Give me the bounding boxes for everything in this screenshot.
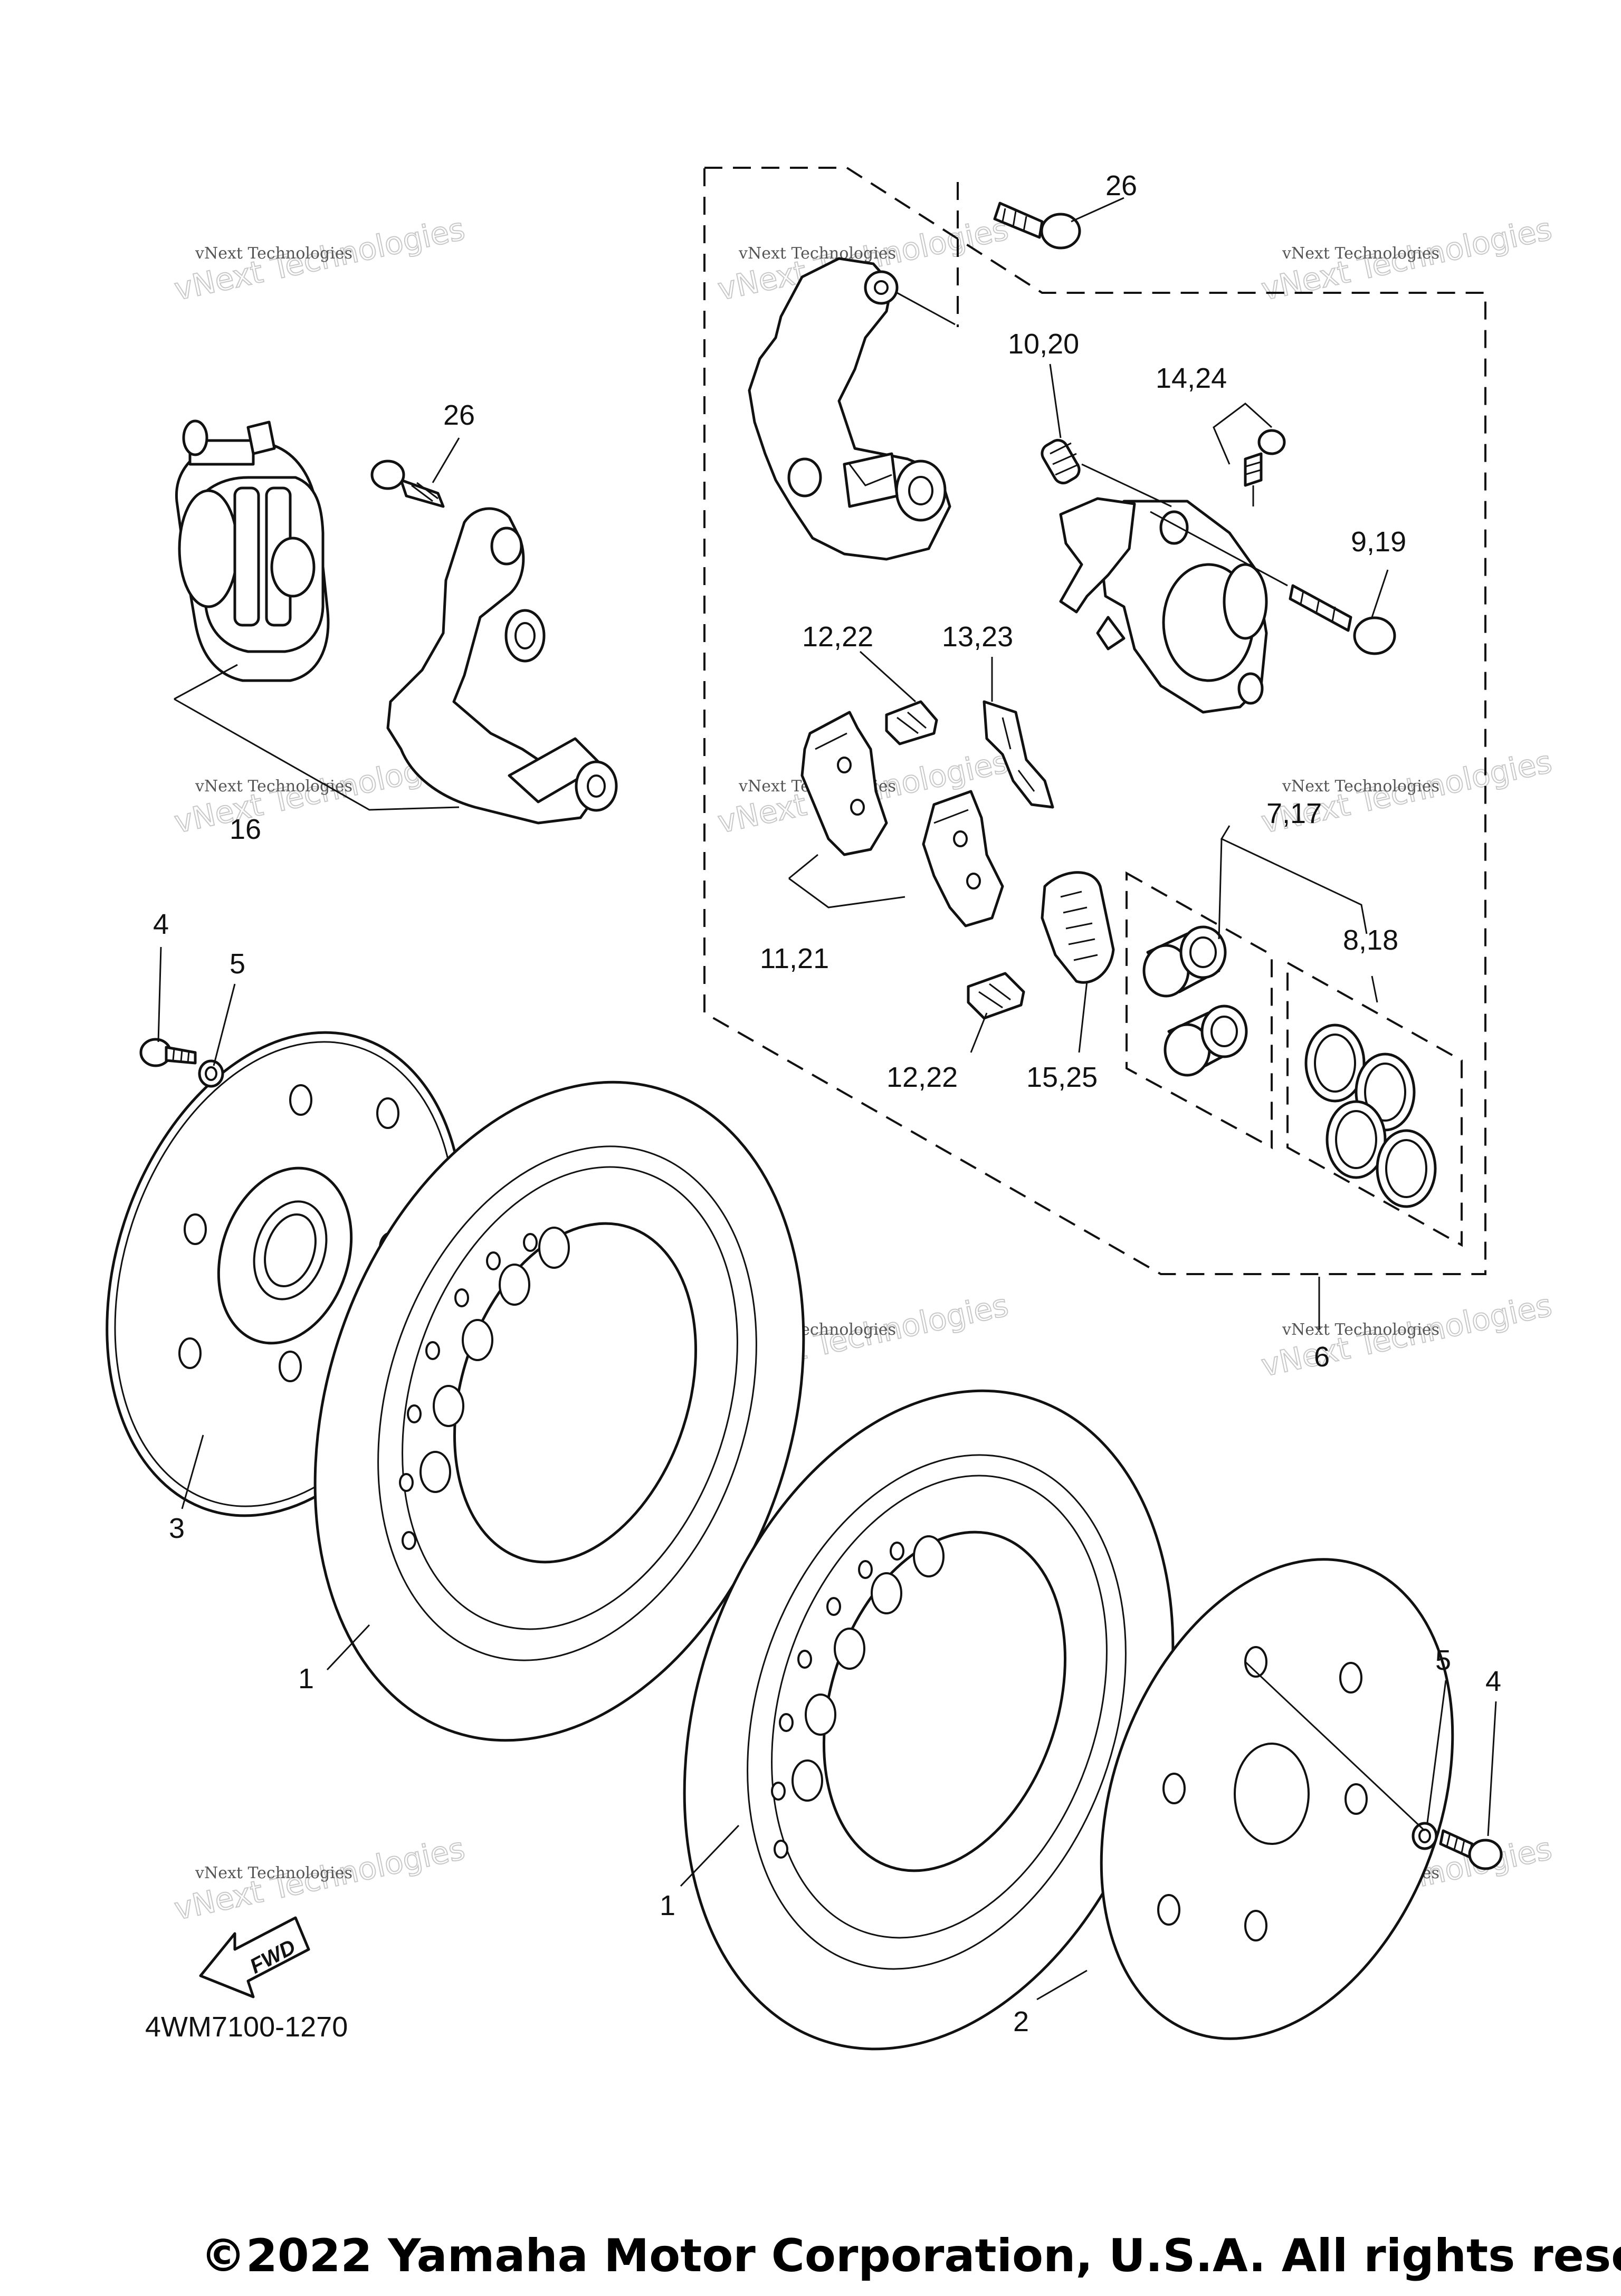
bolt-26-right [993, 202, 1081, 250]
right-caliper-bracket [748, 257, 951, 561]
watermark: vNext Technologies vNext Technologies [170, 1830, 468, 1928]
brake-pad-11-21-a [800, 711, 888, 856]
callout-1-left: 1 [298, 1663, 314, 1695]
left-caliper-bracket [386, 507, 618, 825]
callout-26-top: 26 [1105, 170, 1137, 202]
callout-4-right: 4 [1485, 1666, 1501, 1697]
pad-spring-12-22-lower [967, 972, 1025, 1020]
callout-7-17: 7,17 [1266, 798, 1322, 829]
brake-pad-11-21-b [922, 790, 1004, 927]
watermark-text: vNext Technologies [1282, 777, 1439, 796]
watermark-text: vNext Technologies [195, 244, 352, 263]
callout-12-22-upper: 12,22 [802, 621, 873, 653]
disc-hub-2 [1100, 1558, 1454, 2040]
pad-shim-15-25 [1041, 871, 1115, 984]
callout-26-left: 26 [443, 399, 475, 431]
washer-5-right [1412, 1822, 1438, 1850]
callout-5-right: 5 [1435, 1644, 1451, 1676]
caliper-assembly-boundary [703, 167, 1486, 1275]
copyright-notice: ©2022 Yamaha Motor Corporation, U.S.A. A… [201, 2230, 1621, 2282]
callout-9-19: 9,19 [1351, 526, 1406, 558]
leader-lines [157, 197, 1497, 2001]
watermark-text: vNext Technologies [1282, 244, 1439, 263]
callout-5-left: 5 [230, 948, 245, 980]
watermark-text: vNext Technologies [195, 777, 352, 796]
left-caliper-assembly [175, 419, 330, 682]
callout-8-18: 8,18 [1343, 924, 1398, 956]
washer-5-left [198, 1059, 224, 1088]
disc-bolt-4-left [139, 1038, 197, 1067]
pin-bolt-9-19 [1289, 584, 1396, 655]
callout-10-20: 10,20 [1008, 328, 1079, 360]
callout-4-left: 4 [153, 908, 169, 940]
callout-labels: 26 26 10,20 14,24 9,19 12,22 13,23 16 7,… [153, 170, 1501, 2037]
pad-support-13-23 [983, 700, 1054, 809]
leader-line [1150, 511, 1288, 587]
disc-bolt-4-right [1439, 1829, 1503, 1870]
watermark-text: vNext Technologies [738, 244, 896, 263]
callout-12-22-lower: 12,22 [886, 1061, 958, 1093]
piston-seal-kit-8-18 [1304, 1023, 1437, 1208]
callout-2: 2 [1013, 2006, 1029, 2037]
caliper-piston-7-17 [1142, 925, 1248, 1077]
pad-spring-12-22-upper [885, 700, 938, 745]
watermark: vNext Technologies vNext Technologies [170, 211, 468, 308]
watermark: vNext Technologies vNext Technologies [1257, 1287, 1555, 1384]
brake-disc-1-right [683, 1389, 1175, 2051]
leader-line [1081, 463, 1172, 508]
callout-14-24: 14,24 [1156, 362, 1227, 394]
callout-3: 3 [169, 1513, 185, 1544]
bolt-26-left [370, 460, 445, 508]
bleed-plug-10-20 [1041, 438, 1081, 485]
watermark-text: vNext Technologies [195, 1864, 352, 1882]
bleed-screw-14-24 [1244, 429, 1286, 506]
leader-line [1244, 1661, 1426, 1832]
leader-line [897, 292, 956, 326]
diagram-code: 4WM7100-1270 [145, 2011, 348, 2043]
callout-15-25: 15,25 [1026, 1061, 1098, 1093]
brake-disc-1-left [313, 1080, 805, 1742]
callout-11-21: 11,21 [760, 943, 829, 974]
right-caliper-body [1059, 497, 1268, 714]
callout-13-23: 13,23 [942, 621, 1013, 653]
callout-1-right: 1 [660, 1890, 675, 1921]
callout-6: 6 [1314, 1341, 1330, 1373]
watermark-text: vNext Technologies [1282, 1321, 1439, 1339]
forward-direction-arrow: FWD [199, 1916, 310, 1998]
callout-16: 16 [230, 814, 261, 845]
